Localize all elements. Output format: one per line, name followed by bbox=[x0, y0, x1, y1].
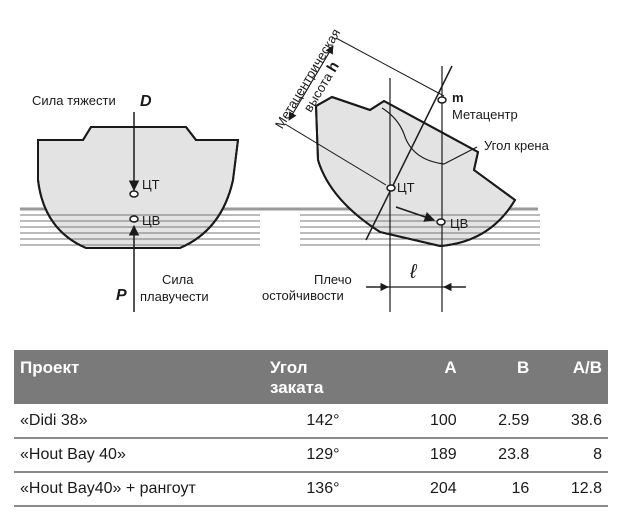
cell-b: 16 bbox=[462, 472, 536, 507]
cell-project: «Hout Bay40» + рангоут bbox=[14, 472, 234, 507]
metacentric-dim-bottom-ext bbox=[284, 123, 387, 186]
table-row: «Hout Bay40» + рангоут 136° 204 16 12.8 bbox=[14, 472, 608, 507]
cg-point-right bbox=[386, 184, 396, 192]
cg-label-right: ЦТ bbox=[397, 180, 415, 195]
heel-angle-arc bbox=[403, 133, 445, 165]
cell-ab: 38.6 bbox=[535, 404, 608, 439]
lever-label-2: остойчивости bbox=[262, 288, 344, 303]
cell-project: «Hout Bay 40» bbox=[14, 438, 234, 473]
cell-b: 23.8 bbox=[462, 438, 536, 473]
buoyancy-label-2: плавучести bbox=[140, 289, 209, 304]
heel-angle-leader bbox=[443, 146, 478, 165]
cb-shift-arrow bbox=[395, 206, 435, 222]
cell-angle: 136° bbox=[234, 472, 398, 507]
buoyancy-symbol: P bbox=[116, 287, 127, 304]
metacentric-height-dimension bbox=[288, 45, 334, 121]
header-project: Проект bbox=[14, 350, 234, 404]
metacenter-label: Метацентр bbox=[452, 107, 518, 122]
metacenter-symbol: m bbox=[452, 90, 464, 105]
heel-angle-label: Угол крена bbox=[484, 138, 550, 153]
heel-angle-arc-start bbox=[381, 107, 405, 135]
metacentric-dim-top-ext bbox=[335, 37, 445, 97]
heeled-hull bbox=[300, 95, 540, 248]
cg-point-left bbox=[129, 190, 139, 198]
cg-label-left: ЦТ bbox=[142, 177, 160, 192]
cell-angle: 142° bbox=[234, 404, 398, 439]
lever-label-1: Плечо bbox=[314, 272, 352, 287]
gravity-label: Сила тяжести bbox=[32, 93, 116, 108]
cell-a: 100 bbox=[397, 404, 463, 439]
cb-label-left: ЦВ bbox=[142, 213, 160, 228]
cb-label-right: ЦВ bbox=[450, 216, 468, 231]
cb-point-right bbox=[436, 218, 446, 226]
cell-angle: 129° bbox=[234, 438, 398, 473]
metacenter-point bbox=[437, 96, 447, 104]
lever-symbol: ℓ bbox=[409, 261, 418, 283]
header-ab: A/B bbox=[535, 350, 608, 404]
table-row: «Didi 38» 142° 100 2.59 38.6 bbox=[14, 404, 608, 439]
header-a: A bbox=[397, 350, 463, 404]
cb-point-left bbox=[129, 215, 139, 223]
cell-ab: 12.8 bbox=[535, 472, 608, 507]
cell-a: 189 bbox=[397, 438, 463, 473]
cell-a: 204 bbox=[397, 472, 463, 507]
cell-ab: 8 bbox=[535, 438, 608, 473]
gravity-symbol: D bbox=[140, 93, 152, 110]
upright-hull bbox=[20, 126, 260, 249]
buoyancy-label-1: Сила bbox=[162, 272, 194, 287]
stability-diagram: Сила тяжести D ЦТ ЦВ Сила плавучести P m… bbox=[20, 26, 550, 312]
cell-b: 2.59 bbox=[462, 404, 536, 439]
heeled-centerline bbox=[365, 65, 453, 241]
table-row: «Hout Bay 40» 129° 189 23.8 8 bbox=[14, 438, 608, 473]
header-b: B bbox=[462, 350, 536, 404]
cell-project: «Didi 38» bbox=[14, 404, 234, 439]
